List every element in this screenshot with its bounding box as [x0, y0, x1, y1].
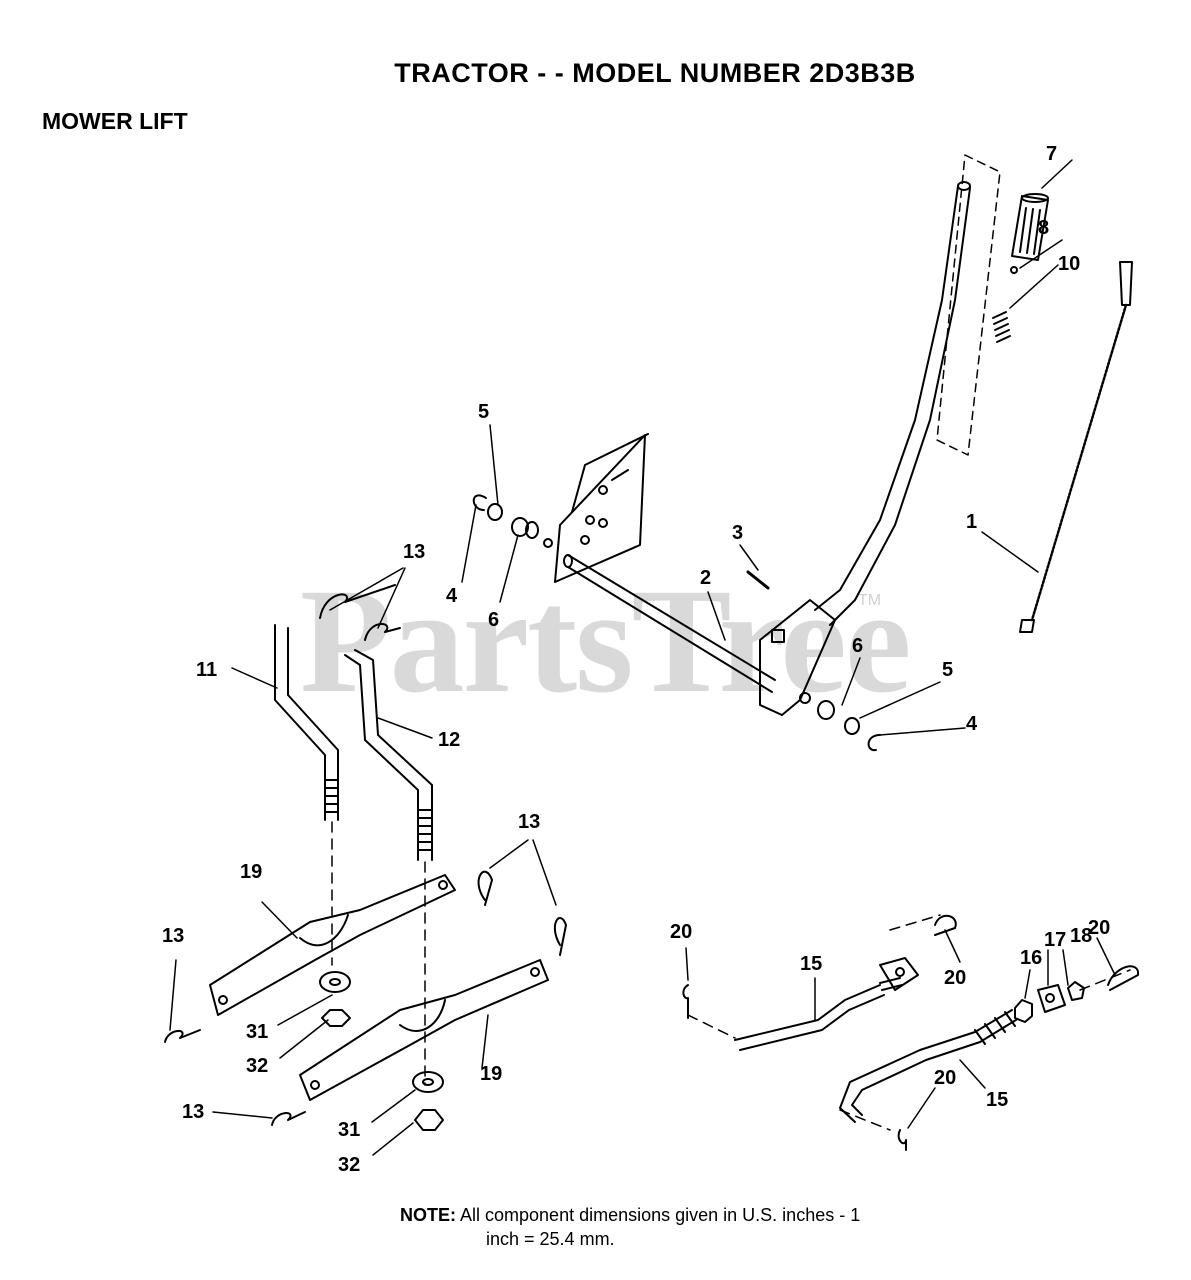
bushing-left: [511, 517, 553, 548]
lift-rod: [1019, 261, 1133, 633]
callout-6: 6: [852, 635, 864, 657]
adjuster-nut: [1067, 981, 1085, 1001]
handle-grip: [1011, 193, 1049, 261]
clip-left: [472, 494, 487, 511]
cotter-pin: [934, 914, 957, 936]
hairpin-clip: [554, 917, 567, 956]
callout-32: 32: [338, 1154, 361, 1176]
nut-32-lower: [414, 1109, 444, 1131]
callout-8: 8: [1038, 217, 1050, 239]
note-line-1: All component dimensions given in U.S. i…: [460, 1205, 861, 1225]
washer-31-lower: [412, 1071, 444, 1093]
cotter-pin: [1107, 965, 1140, 991]
callout-19: 19: [480, 1063, 503, 1085]
hairpin-clip: [319, 584, 396, 619]
clip-right: [867, 734, 881, 752]
note-label: NOTE:: [400, 1205, 456, 1225]
callout-5: 5: [478, 401, 490, 423]
callout-20: 20: [944, 967, 967, 989]
section-title: MOWER LIFT: [42, 108, 188, 134]
mounting-plate: [554, 433, 649, 583]
leader-lines: [169, 159, 1116, 1156]
hairpin-clip: [164, 1029, 201, 1043]
lift-shaft: [563, 554, 776, 693]
nut-32-upper: [321, 1009, 351, 1027]
washer-left: [487, 503, 503, 521]
lift-handle: [814, 181, 971, 626]
callout-19: 19: [240, 861, 263, 883]
callout-13: 13: [518, 811, 541, 833]
callout-20: 20: [934, 1067, 957, 1089]
callout-7: 7: [1046, 143, 1058, 165]
callout-4: 4: [446, 585, 458, 607]
hairpin-clip: [364, 623, 401, 641]
washer-31-upper: [319, 971, 351, 993]
callout-1: 1: [966, 511, 978, 533]
callout-15: 15: [800, 953, 823, 975]
grip-pin: [1010, 266, 1018, 274]
callout-31: 31: [246, 1021, 269, 1043]
trademark-mark: TM: [858, 592, 882, 609]
jam-nut: [1014, 999, 1033, 1023]
cotter-pin: [682, 984, 689, 1019]
callout-13: 13: [182, 1101, 205, 1123]
callout-20: 20: [1088, 917, 1111, 939]
handle-spring: [992, 311, 1011, 343]
shaft-bracket: [759, 599, 836, 716]
adjuster-block-upper: [879, 957, 919, 991]
callout-10: 10: [1058, 253, 1081, 275]
lift-arm-upper: [209, 874, 456, 1016]
dimension-note: NOTE: All component dimensions given in …: [400, 1203, 860, 1251]
callout-2: 2: [700, 567, 712, 589]
hairpin-clip: [477, 870, 493, 906]
adjuster-block-lower: [1037, 984, 1066, 1013]
callout-20: 20: [670, 921, 693, 943]
assembly-lines: [331, 821, 1131, 1131]
note-line-2: inch = 25.4 mm.: [486, 1229, 615, 1249]
washer-right: [844, 717, 860, 735]
lift-link-right: [344, 649, 433, 861]
hairpin-clip: [271, 1111, 306, 1126]
callout-3: 3: [732, 522, 744, 544]
callout-18: 18: [1070, 925, 1093, 947]
bushing-right: [799, 692, 835, 720]
callout-17: 17: [1044, 929, 1067, 951]
callout-15: 15: [986, 1089, 1009, 1111]
callout-13: 13: [162, 925, 185, 947]
callout-6: 6: [488, 609, 500, 631]
callout-32: 32: [246, 1055, 269, 1077]
callout-12: 12: [438, 729, 461, 751]
cotter-pin: [897, 1129, 907, 1151]
pin: [746, 570, 770, 590]
adjuster-rod-upper: [734, 977, 903, 1051]
lift-arm-lower: [299, 959, 549, 1101]
callout-5: 5: [942, 659, 954, 681]
callout-4: 4: [966, 713, 978, 735]
callout-31: 31: [338, 1119, 361, 1141]
callout-11: 11: [196, 659, 218, 681]
adjuster-rod-lower: [839, 1009, 1017, 1123]
callout-16: 16: [1020, 947, 1043, 969]
lift-link-left: [274, 624, 339, 821]
callout-13: 13: [403, 541, 426, 563]
page-title: TRACTOR - - MODEL NUMBER 2D3B3B: [394, 58, 916, 88]
